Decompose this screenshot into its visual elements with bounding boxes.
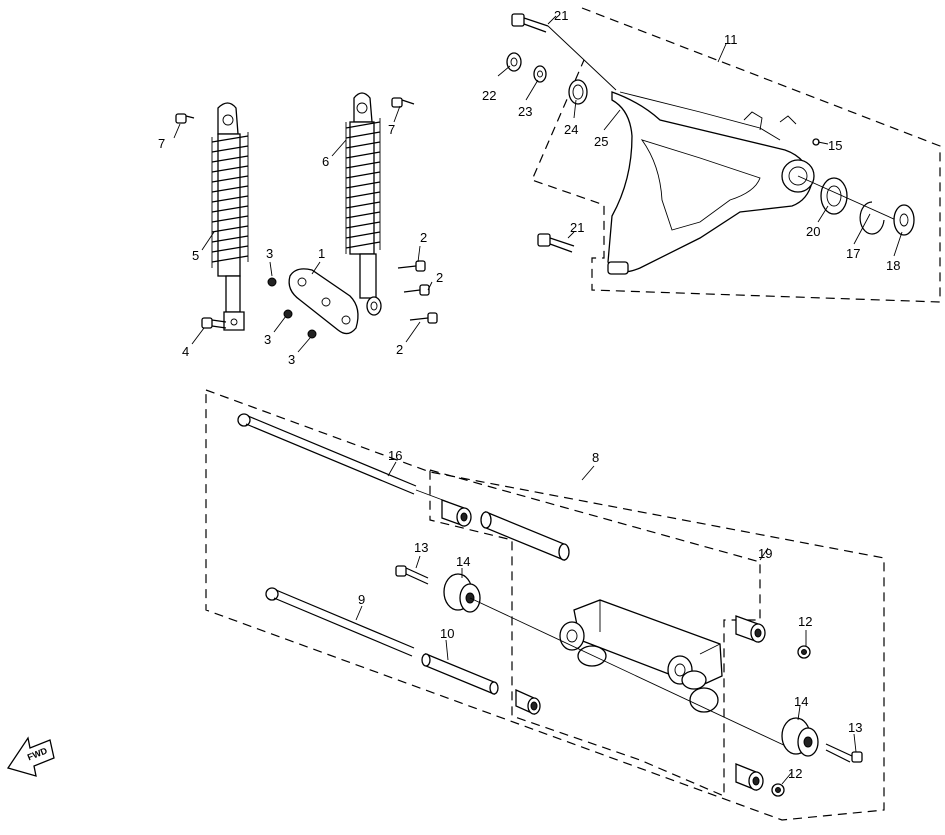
bearing-20 xyxy=(797,175,906,225)
linkage-subgroup-outline-19 xyxy=(429,469,761,797)
swing-arm xyxy=(607,91,815,275)
callout-20: 20 xyxy=(806,224,820,239)
bolt-9 xyxy=(265,587,415,657)
callout-2-c: 2 xyxy=(396,342,403,357)
bolt-13-lower xyxy=(825,743,863,763)
callout-21-lower: 21 xyxy=(570,220,584,235)
callout-3-b: 3 xyxy=(264,332,271,347)
callout-13-upper: 13 xyxy=(414,540,428,555)
shock-absorber-6 xyxy=(345,92,382,316)
callout-1: 1 xyxy=(318,246,325,261)
forward-direction-arrow-icon: FWD xyxy=(6,736,55,777)
bolt-21-lower xyxy=(537,233,575,253)
callout-2-a: 2 xyxy=(420,230,427,245)
nut-23 xyxy=(533,65,547,83)
callout-10: 10 xyxy=(440,626,454,641)
callout-8: 8 xyxy=(592,450,599,465)
bushing-upper xyxy=(441,499,472,527)
callout-17: 17 xyxy=(846,246,860,261)
nut-3-a xyxy=(267,277,277,287)
bolt-7-left xyxy=(175,113,195,124)
sleeve-10 xyxy=(421,653,499,695)
bushing-right-lower xyxy=(735,763,764,791)
callout-5: 5 xyxy=(192,248,199,263)
washer-18 xyxy=(893,204,915,236)
bolt-2-a xyxy=(397,260,426,272)
swing-arm-group-outline xyxy=(531,7,941,303)
nut-12-lower xyxy=(771,783,785,797)
callout-19: 19 xyxy=(758,546,772,561)
callout-4: 4 xyxy=(182,344,189,359)
sleeve-upper xyxy=(480,511,570,561)
spring-coils-6 xyxy=(345,118,381,254)
bolt-2-c xyxy=(409,312,438,324)
callout-7-right: 7 xyxy=(388,122,395,137)
bolt-4 xyxy=(201,317,227,329)
callout-3-a: 3 xyxy=(266,246,273,261)
bolt-7-right xyxy=(391,97,415,108)
bolt-13-upper xyxy=(395,565,429,585)
circlip-17 xyxy=(859,201,885,235)
callout-11: 11 xyxy=(724,32,738,47)
callout-15: 15 xyxy=(828,138,842,153)
callout-12-lower: 12 xyxy=(788,766,802,781)
leader-lines xyxy=(173,15,903,785)
callout-21-upper: 21 xyxy=(554,8,568,23)
callout-24: 24 xyxy=(564,122,578,137)
callout-9: 9 xyxy=(358,592,365,607)
bolt-2-b xyxy=(403,284,430,296)
bushing-lower-left xyxy=(515,688,541,716)
link-arm-19 xyxy=(469,597,791,749)
callout-12-upper: 12 xyxy=(798,614,812,629)
callout-25: 25 xyxy=(594,134,608,149)
callout-labels: 21 11 22 23 24 25 15 20 17 18 21 7 7 6 5… xyxy=(158,8,900,781)
rubber-bushing-14-upper xyxy=(443,573,481,613)
callout-18: 18 xyxy=(886,258,900,273)
callout-13-lower: 13 xyxy=(848,720,862,735)
linkage-group-outline-8 xyxy=(205,389,885,821)
nut-12-upper xyxy=(797,645,811,659)
callout-14-lower: 14 xyxy=(794,694,808,709)
callout-14-upper: 14 xyxy=(456,554,470,569)
seal-24 xyxy=(568,79,588,105)
callout-3-c: 3 xyxy=(288,352,295,367)
bolt-16 xyxy=(237,413,449,503)
bracket-1 xyxy=(288,268,359,335)
spring-coils-5 xyxy=(211,132,249,268)
callout-23: 23 xyxy=(518,104,532,119)
callout-2-b: 2 xyxy=(436,270,443,285)
callout-6: 6 xyxy=(322,154,329,169)
rubber-bushing-14-lower xyxy=(781,717,819,757)
shock-absorber-5 xyxy=(211,102,249,331)
washer-22 xyxy=(506,52,522,72)
bolt-21-upper xyxy=(511,13,617,91)
callout-16: 16 xyxy=(388,448,402,463)
bushing-right-upper xyxy=(735,615,766,643)
nut-3-c xyxy=(307,329,317,339)
callout-22: 22 xyxy=(482,88,496,103)
callout-7-left: 7 xyxy=(158,136,165,151)
